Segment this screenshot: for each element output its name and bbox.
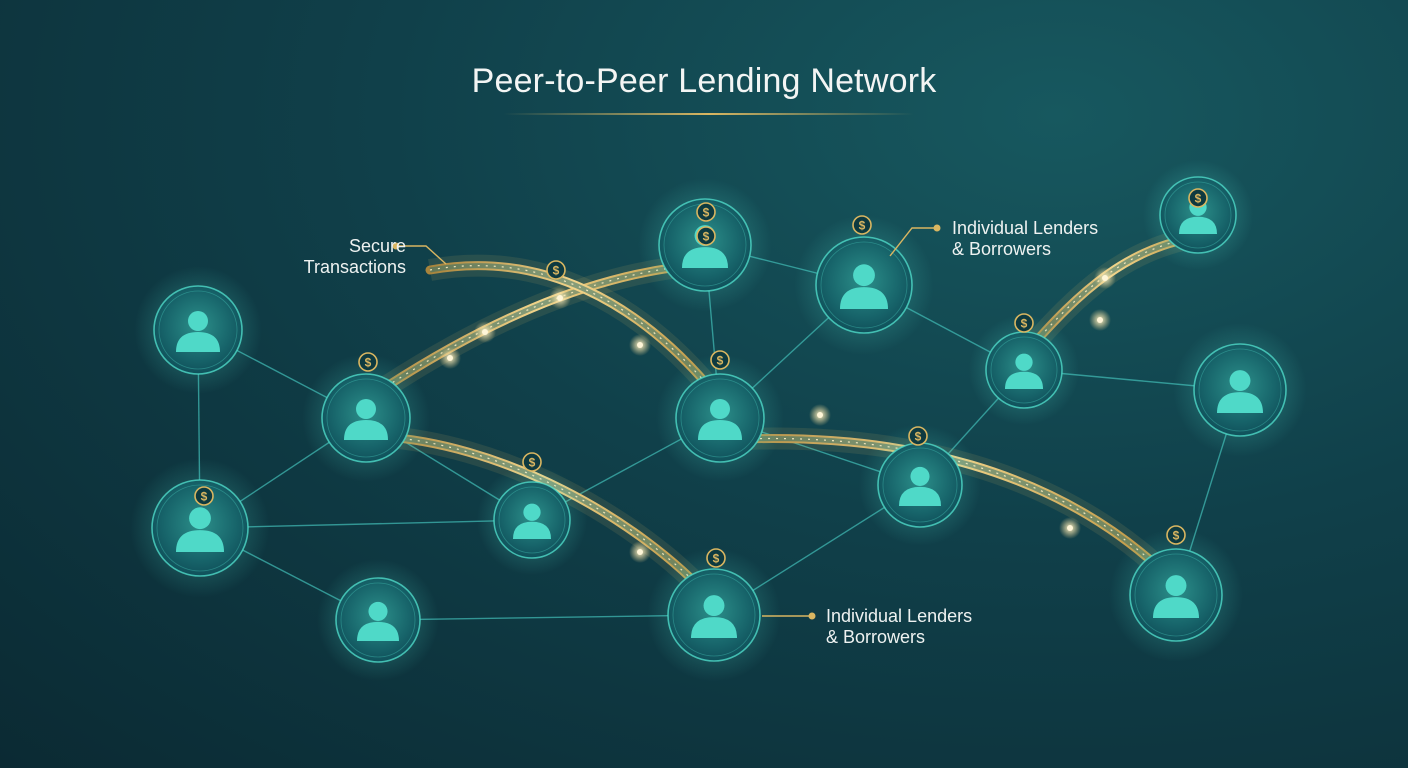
svg-text:$: $ bbox=[703, 206, 710, 220]
lender-borrower-node bbox=[302, 354, 430, 482]
svg-text:$: $ bbox=[1021, 317, 1028, 331]
dollar-coin-icon: $ bbox=[358, 352, 378, 372]
sparkle bbox=[439, 347, 461, 369]
dollar-coin-icon: $ bbox=[696, 202, 716, 222]
callout-lenders-borrowers-bottom: Individual Lenders & Borrowers bbox=[826, 606, 973, 647]
svg-text:$: $ bbox=[553, 264, 560, 278]
sparkle bbox=[809, 404, 831, 426]
dollar-coin-icon: $ bbox=[710, 350, 730, 370]
callout-lenders-borrowers-top: Individual Lenders & Borrowers bbox=[952, 218, 1099, 259]
svg-text:$: $ bbox=[859, 219, 866, 233]
lender-borrower-node bbox=[317, 559, 439, 681]
lender-borrower-node bbox=[859, 424, 981, 546]
dollar-coin-icon: $ bbox=[546, 260, 566, 280]
dollar-coin-icon: $ bbox=[706, 548, 726, 568]
dollar-coin-icon: $ bbox=[1188, 188, 1208, 208]
sparkle bbox=[1059, 517, 1081, 539]
dollar-coin-icon: $ bbox=[696, 226, 716, 246]
dollar-coin-icon: $ bbox=[522, 452, 542, 472]
dollar-coin-icon: $ bbox=[908, 426, 928, 446]
dollar-coin-icon: $ bbox=[1014, 313, 1034, 333]
svg-text:$: $ bbox=[365, 356, 372, 370]
svg-text:$: $ bbox=[1195, 192, 1202, 206]
callout-connector bbox=[762, 612, 816, 620]
callout-secure-transactions: Secure Transactions bbox=[303, 236, 406, 277]
sparkle bbox=[1094, 267, 1116, 289]
sparkle bbox=[1089, 309, 1111, 331]
sparkle bbox=[629, 541, 651, 563]
lender-borrower-node bbox=[476, 464, 588, 576]
lender-borrower-node bbox=[968, 314, 1080, 426]
svg-text:$: $ bbox=[529, 456, 536, 470]
dollar-coin-icon: $ bbox=[852, 215, 872, 235]
callout-connectors bbox=[392, 224, 941, 620]
dollar-coin-icon: $ bbox=[194, 486, 214, 506]
dollar-coin-icon: $ bbox=[1166, 525, 1186, 545]
lender-borrower-node bbox=[134, 266, 262, 394]
callout-connector bbox=[889, 224, 941, 257]
title-underline bbox=[504, 113, 914, 115]
page-title: Peer-to-Peer Lending Network bbox=[471, 62, 937, 100]
lender-borrower-node bbox=[130, 458, 270, 598]
svg-text:$: $ bbox=[713, 552, 720, 566]
svg-text:$: $ bbox=[717, 354, 724, 368]
lender-borrower-node bbox=[647, 548, 781, 682]
svg-text:$: $ bbox=[915, 430, 922, 444]
sparkle bbox=[629, 334, 651, 356]
lender-borrower-node bbox=[794, 215, 934, 355]
coin-markers: $ $ $ $ $ $ $ $ $ $ $ $ $ bbox=[194, 188, 1208, 568]
callout-connector bbox=[392, 242, 447, 265]
svg-text:$: $ bbox=[1173, 529, 1180, 543]
lender-borrower-node bbox=[1109, 528, 1243, 662]
svg-text:$: $ bbox=[201, 490, 208, 504]
lender-borrower-node bbox=[656, 354, 784, 482]
lender-borrower-node bbox=[1173, 323, 1307, 457]
lender-borrower-node bbox=[1142, 159, 1254, 271]
sparkle bbox=[549, 287, 571, 309]
svg-text:$: $ bbox=[703, 230, 710, 244]
sparkle bbox=[474, 321, 496, 343]
